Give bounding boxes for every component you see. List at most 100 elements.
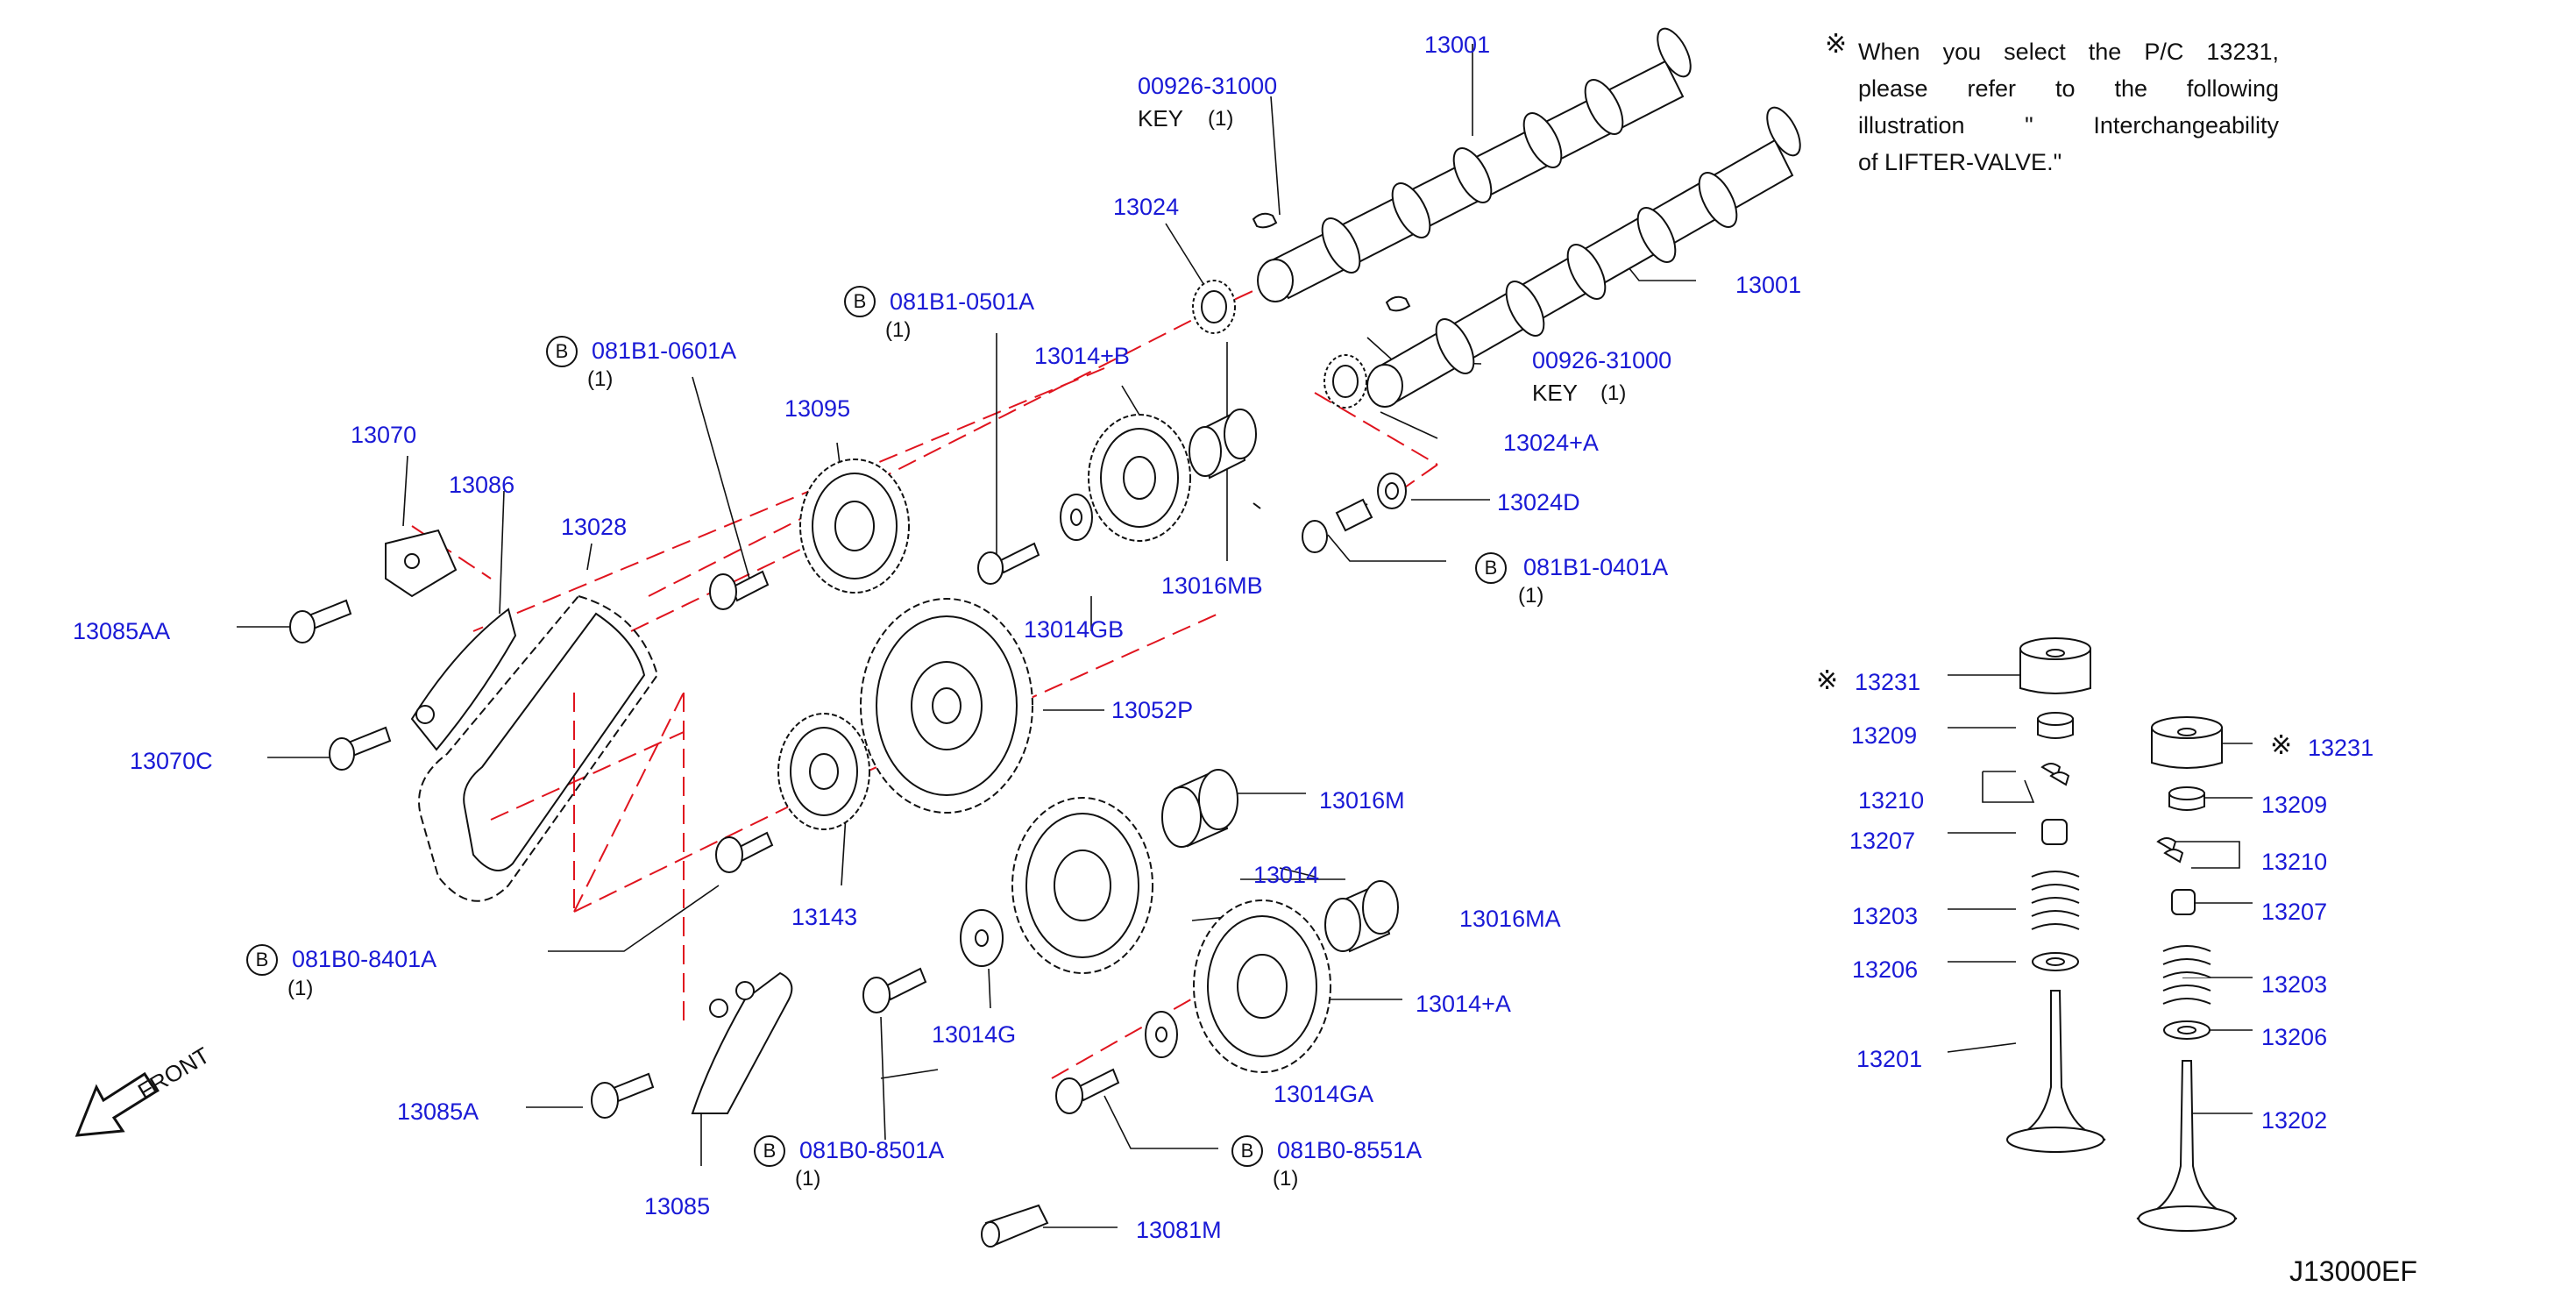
part-label-081b0-8551a[interactable]: 081B0-8551A bbox=[1277, 1137, 1423, 1163]
washer-13014gb bbox=[1060, 494, 1093, 541]
key-label-upper: KEY bbox=[1138, 105, 1184, 132]
lifter-valve-note: When you select the P/C 13231, please re… bbox=[1858, 33, 2279, 181]
note-line-2: please refer to the following bbox=[1858, 75, 2279, 102]
part-label-00926-upper[interactable]: 00926-31000 bbox=[1138, 73, 1278, 99]
bolt-0501a bbox=[977, 542, 1040, 585]
part-label-13016m[interactable]: 13016M bbox=[1319, 787, 1405, 814]
sprocket-13143 bbox=[777, 713, 870, 830]
cylinder-13016m bbox=[1161, 769, 1238, 848]
guide-13085 bbox=[691, 971, 793, 1114]
qty-081b0-8401a: (1) bbox=[287, 977, 314, 1000]
bolt-marker-0601a: B bbox=[546, 336, 578, 367]
key-label-lower: KEY bbox=[1532, 380, 1579, 406]
bolt-marker-8501a: B bbox=[754, 1135, 785, 1167]
part-label-13231-left[interactable]: 13231 bbox=[1855, 669, 1921, 695]
part-label-081b1-0401a[interactable]: 081B1-0401A bbox=[1523, 554, 1669, 580]
keys bbox=[1252, 212, 1411, 312]
timing-chain-13028 bbox=[418, 594, 659, 902]
cylinder-13016mb bbox=[1189, 409, 1257, 480]
qty-081b0-8501a: (1) bbox=[795, 1167, 821, 1191]
part-label-13207-right[interactable]: 13207 bbox=[2261, 899, 2328, 925]
bolt-marker-0501a: B bbox=[844, 286, 876, 317]
diagram-code: J13000EF bbox=[2289, 1255, 2417, 1287]
part-label-13081m[interactable]: 13081M bbox=[1136, 1217, 1222, 1243]
key-qty-lower: (1) bbox=[1600, 381, 1627, 405]
washer-13024d bbox=[1377, 473, 1407, 509]
part-label-13206-left[interactable]: 13206 bbox=[1852, 956, 1919, 983]
part-label-081b1-0601a[interactable]: 081B1-0601A bbox=[592, 338, 737, 364]
valve-stack-right bbox=[2136, 716, 2238, 1232]
note-line-3: illustration " Interchangeability bbox=[1858, 112, 2279, 139]
part-label-13014[interactable]: 13014 bbox=[1253, 862, 1320, 888]
qty-081b1-0401a: (1) bbox=[1518, 584, 1544, 608]
bolt-8551a bbox=[1055, 1068, 1120, 1114]
part-label-13202[interactable]: 13202 bbox=[2261, 1107, 2328, 1134]
part-label-13024[interactable]: 13024 bbox=[1113, 194, 1180, 220]
part-label-13095[interactable]: 13095 bbox=[784, 395, 851, 422]
camshaft-lower bbox=[1366, 106, 1801, 408]
gear-13014 bbox=[1011, 797, 1153, 974]
part-label-13024a[interactable]: 13024+A bbox=[1503, 430, 1599, 456]
pin-13081m bbox=[981, 1204, 1049, 1248]
part-label-13016mb[interactable]: 13016MB bbox=[1161, 572, 1263, 599]
cam-sprockets bbox=[1192, 280, 1367, 409]
bolt-13085a bbox=[591, 1072, 655, 1119]
front-arrow-icon bbox=[75, 1071, 159, 1137]
valve-stack-left bbox=[2006, 637, 2106, 1153]
part-label-13209-right[interactable]: 13209 bbox=[2261, 792, 2328, 818]
part-label-13001-lower[interactable]: 13001 bbox=[1735, 272, 1802, 298]
part-label-13231-right[interactable]: 13231 bbox=[2308, 735, 2374, 761]
key-qty-upper: (1) bbox=[1208, 107, 1234, 131]
part-label-13086[interactable]: 13086 bbox=[449, 472, 515, 498]
reference-mark-13231-left-icon: ※ bbox=[1816, 665, 1839, 696]
part-label-13014ga[interactable]: 13014GA bbox=[1274, 1081, 1374, 1107]
part-label-13028[interactable]: 13028 bbox=[561, 514, 628, 540]
bolt-marker-8401a: B bbox=[246, 944, 278, 976]
qty-081b0-8551a: (1) bbox=[1273, 1167, 1299, 1191]
part-label-13052p[interactable]: 13052P bbox=[1111, 697, 1194, 723]
part-label-13014b[interactable]: 13014+B bbox=[1034, 343, 1130, 369]
bolt-0401a bbox=[1302, 498, 1373, 553]
part-label-13206-right[interactable]: 13206 bbox=[2261, 1024, 2328, 1050]
part-label-13014g[interactable]: 13014G bbox=[932, 1021, 1017, 1048]
part-label-13085[interactable]: 13085 bbox=[644, 1193, 711, 1219]
reference-mark-13231-right-icon: ※ bbox=[2270, 730, 2293, 761]
part-label-13201[interactable]: 13201 bbox=[1856, 1046, 1923, 1072]
part-label-13203-left[interactable]: 13203 bbox=[1852, 903, 1919, 929]
part-label-13143[interactable]: 13143 bbox=[791, 904, 858, 930]
part-label-13024d[interactable]: 13024D bbox=[1497, 489, 1580, 515]
part-label-13014gb[interactable]: 13014GB bbox=[1024, 616, 1125, 643]
bolt-13070c bbox=[329, 726, 392, 771]
part-label-13203-right[interactable]: 13203 bbox=[2261, 971, 2328, 998]
part-label-13210-left[interactable]: 13210 bbox=[1858, 787, 1925, 814]
part-label-13085a[interactable]: 13085A bbox=[397, 1098, 479, 1125]
bolt-8501a bbox=[862, 967, 927, 1013]
part-label-13209-left[interactable]: 13209 bbox=[1851, 722, 1918, 749]
part-label-13016ma[interactable]: 13016MA bbox=[1459, 906, 1561, 932]
part-label-00926-lower[interactable]: 00926-31000 bbox=[1532, 347, 1672, 373]
cylinder-13016ma bbox=[1324, 880, 1399, 953]
washer-13014ga bbox=[1145, 1011, 1178, 1058]
part-label-13085aa[interactable]: 13085AA bbox=[73, 618, 171, 644]
part-label-13070[interactable]: 13070 bbox=[351, 422, 417, 448]
part-label-13014a[interactable]: 13014+A bbox=[1416, 991, 1511, 1017]
bolt-0601a bbox=[709, 570, 770, 610]
qty-081b1-0601a: (1) bbox=[587, 367, 614, 391]
tensioner-13070 bbox=[385, 529, 458, 598]
bolt-8401a bbox=[715, 831, 774, 873]
qty-081b1-0501a: (1) bbox=[885, 318, 912, 342]
part-label-13207-left[interactable]: 13207 bbox=[1849, 828, 1916, 854]
gear-13014a bbox=[1193, 899, 1331, 1073]
part-label-13210-right[interactable]: 13210 bbox=[2261, 849, 2328, 875]
part-label-081b0-8501a[interactable]: 081B0-8501A bbox=[799, 1137, 945, 1163]
part-label-081b0-8401a[interactable]: 081B0-8401A bbox=[292, 946, 437, 972]
part-label-13001-upper[interactable]: 13001 bbox=[1424, 32, 1491, 58]
note-line-4: of LIFTER-VALVE." bbox=[1858, 149, 2062, 175]
part-label-081b1-0501a[interactable]: 081B1-0501A bbox=[890, 288, 1035, 315]
part-label-13070c[interactable]: 13070C bbox=[130, 748, 213, 774]
gear-13014b bbox=[1088, 414, 1191, 542]
bolt-marker-0401a: B bbox=[1475, 552, 1507, 584]
note-line-1: When you select the P/C 13231, bbox=[1858, 39, 2279, 65]
